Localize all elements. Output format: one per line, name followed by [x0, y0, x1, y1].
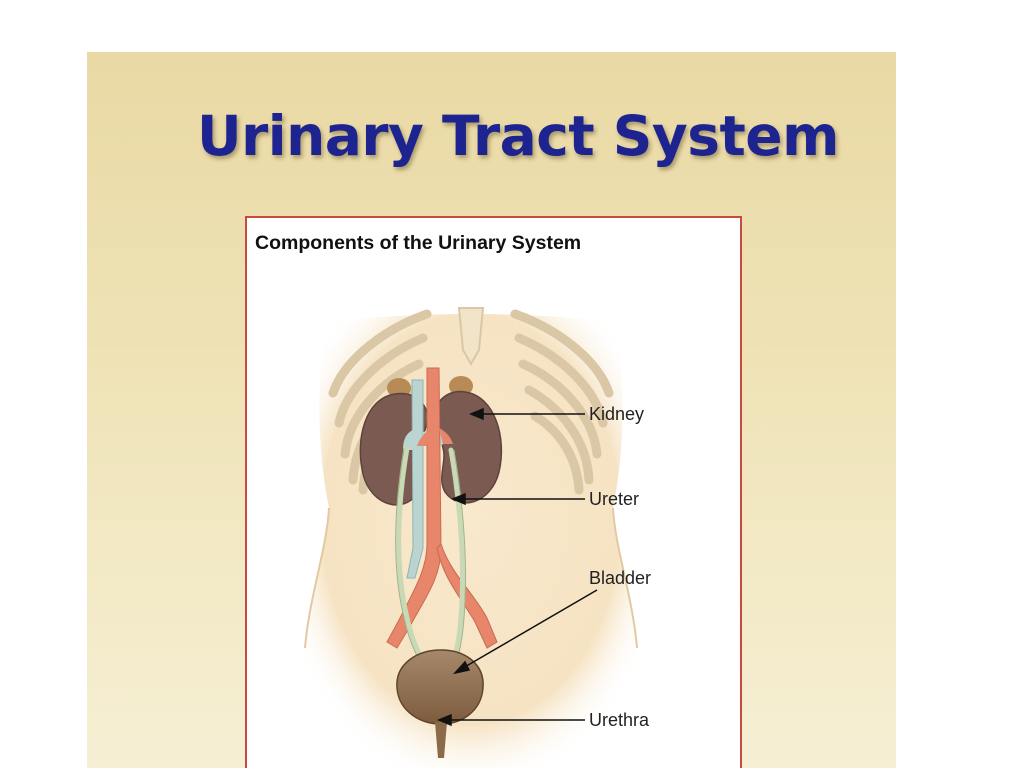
urethra-label: Urethra	[589, 710, 650, 730]
aorta	[386, 367, 498, 649]
slide: Urinary Tract System	[87, 52, 896, 768]
urinary-system-diagram: Kidney Ureter Bladder Urethra	[304, 307, 651, 768]
sternum	[457, 307, 485, 367]
ureter-label: Ureter	[589, 489, 639, 509]
urethra	[435, 722, 447, 758]
leader-lines	[437, 407, 598, 727]
bladder	[396, 649, 484, 725]
figure-panel: Kidney Ureter Bladder Urethra Components…	[245, 216, 742, 768]
slide-title: Urinary Tract System	[197, 104, 839, 168]
bladder-label: Bladder	[589, 568, 651, 588]
figure-caption: Components of the Urinary System	[255, 232, 582, 254]
kidney-label: Kidney	[589, 404, 644, 424]
